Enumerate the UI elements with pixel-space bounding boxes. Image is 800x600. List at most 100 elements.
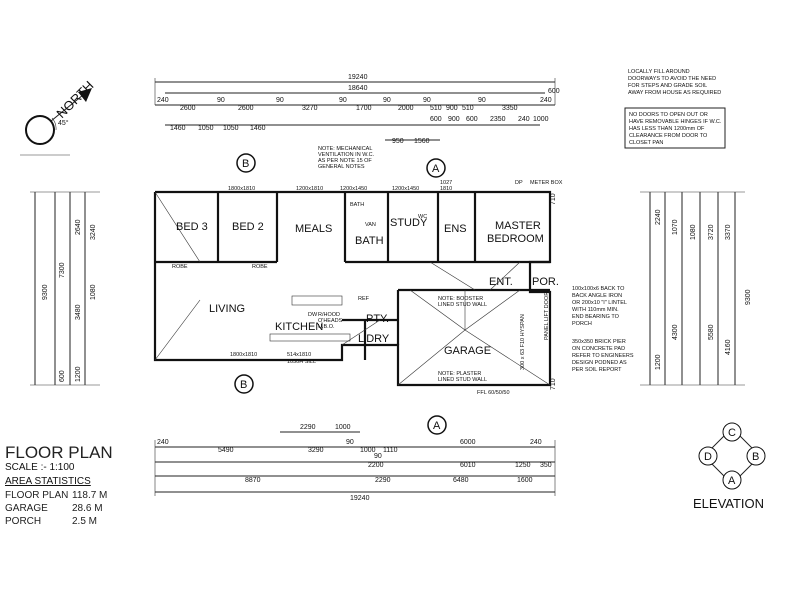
dim: 5580	[708, 324, 715, 340]
dim: 5490	[218, 447, 234, 454]
kitchen-bench	[291, 295, 343, 306]
dim: 710	[550, 378, 557, 390]
area-value-porch: 2.5 M	[72, 516, 97, 527]
note-line: 350x350 BRICK PIER	[572, 339, 626, 345]
dim: 1700	[356, 105, 372, 112]
section-marker-b-top: B	[236, 153, 256, 173]
room-living-label: LIVING	[209, 303, 245, 315]
dim: 9300	[745, 289, 752, 305]
elevation-b: B	[752, 451, 759, 463]
kitchen-counter	[269, 333, 351, 342]
note-line: 1050H SILL	[287, 359, 316, 365]
dim: 1080	[690, 224, 697, 240]
ffl-label: FFL 60/50/50	[477, 390, 510, 396]
dim: 90	[423, 97, 431, 104]
dim: 2000	[398, 105, 414, 112]
dim: 240	[157, 439, 169, 446]
dim: 7300	[59, 262, 66, 278]
dishwasher-label: DW	[308, 312, 318, 318]
area-label-garage: GARAGE	[5, 503, 48, 514]
dim: 1200	[655, 354, 662, 370]
note-line: OR 200x10 "I" LINTEL	[572, 300, 627, 306]
dim: 600	[59, 370, 66, 382]
room-pantry-label: PTY.	[366, 313, 389, 325]
dim: 2200	[368, 462, 384, 469]
sill-note: 514x1810 1050H SILL	[287, 352, 316, 365]
note-line: BACK ANGLE IRON	[572, 293, 622, 299]
room-entry-label: ENT.	[489, 276, 513, 288]
dim: 90	[276, 97, 284, 104]
note-line: ON CONCRETE PAD	[572, 346, 625, 352]
note-brick-pier: 350x350 BRICK PIER ON CONCRETE PAD REFER…	[572, 339, 634, 373]
dim: 1070	[672, 219, 679, 235]
dim: 900	[446, 105, 458, 112]
marker-label: A	[433, 420, 441, 432]
booster-note: NOTE: BOOSTER LINED STUD WALL	[438, 296, 487, 308]
dim: 90	[217, 97, 225, 104]
dim: 3270	[302, 105, 318, 112]
dim: 240	[530, 439, 542, 446]
plaster-note: NOTE: PLASTER LINED STUD WALL	[438, 371, 487, 383]
fridge-label: REF	[358, 296, 370, 302]
elevation-a: A	[728, 475, 736, 487]
section-marker-b-bottom: B	[234, 374, 254, 394]
rangehood-note: R/HOOD O'HEADS U.B.O.	[318, 312, 343, 330]
note-line: NO DOORS TO OPEN OUT OR	[629, 112, 708, 118]
dim: 1250	[515, 462, 531, 469]
area-value-garage: 28.6 M	[72, 503, 103, 514]
dim: 2640	[75, 219, 82, 235]
marker-label: B	[240, 379, 247, 391]
room-bed3-label: BED 3	[176, 221, 208, 233]
window-label: 1800x1810	[228, 186, 255, 192]
lintel-label: 300 x 63 F10 HYSPAN	[520, 314, 526, 370]
room-bedroom-label: BEDROOM	[487, 233, 544, 245]
plan-scale: SCALE :- 1:100	[5, 462, 75, 473]
dim: 2290	[375, 477, 391, 484]
dim: 4160	[725, 339, 732, 355]
dim: 6480	[453, 477, 469, 484]
dim: 3370	[725, 224, 732, 240]
note-line: 514x1810	[287, 352, 311, 358]
dim: 4300	[672, 324, 679, 340]
note-line: AS PER NOTE 15 OF	[318, 158, 372, 164]
room-porch-label: POR.	[532, 276, 559, 288]
dim: 3350	[502, 105, 518, 112]
dim: 1080	[90, 284, 97, 300]
dim: 2240	[655, 209, 662, 225]
meter-box-label: METER BOX	[530, 180, 563, 186]
room-ens-label: ENS	[444, 223, 467, 235]
dim: 900	[448, 116, 460, 123]
dim-overall-top: 19240	[348, 74, 368, 81]
dim: 90	[374, 453, 382, 460]
dim: 6000	[460, 439, 476, 446]
window-label: 1800x1810	[230, 352, 257, 358]
room-study-label: STUDY	[390, 217, 428, 229]
note-line: END BEARING TO	[572, 314, 620, 320]
dim-row-4: 1460 1050 1050 1460 600 900 600 2350 240…	[170, 116, 549, 132]
dim: 1200	[75, 366, 82, 382]
dim: 240	[518, 116, 530, 123]
roof-hip-lines	[154, 191, 551, 386]
dim: 8870	[245, 477, 261, 484]
dim: 1000	[335, 424, 351, 431]
dim-overall-bottom: 19240	[350, 495, 370, 502]
note-wc-doors-box: NO DOORS TO OPEN OUT OR HAVE REMOVABLE H…	[624, 107, 726, 149]
window-label: 1200x1450	[392, 186, 419, 192]
room-master-label: MASTER	[495, 220, 541, 232]
room-kitchen-label: KITCHEN	[275, 321, 323, 333]
area-value-floor: 118.7 M	[72, 490, 107, 501]
room-meals-label: MEALS	[295, 223, 332, 235]
elevation-label: ELEVATION	[693, 496, 764, 511]
window-label: 1810	[440, 186, 452, 192]
dim: 1000	[360, 447, 376, 454]
note-line: FOR STEPS AND GRADE SOIL	[628, 83, 707, 89]
note-line: O'HEADS	[318, 318, 343, 324]
dim-row-5: 950 1560	[392, 138, 430, 145]
section-marker-a-top: A	[426, 158, 446, 178]
dim: 3290	[308, 447, 324, 454]
dim-second-top: 18640	[348, 85, 368, 92]
dim: 3720	[708, 224, 715, 240]
note-line: HAVE REMOVABLE HINGES IF W.C.	[629, 119, 722, 125]
area-label-floor: FLOOR PLAN	[5, 490, 68, 501]
note-line: 100x100x6 BACK TO	[572, 286, 625, 292]
